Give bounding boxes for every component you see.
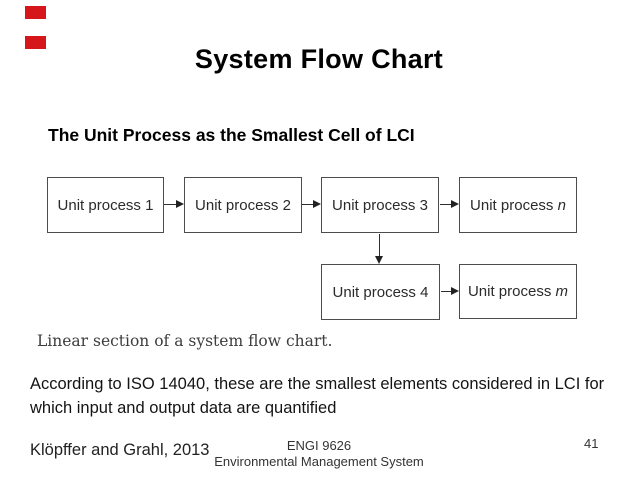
body-line-2: which input and output data are quantifi… <box>30 398 337 417</box>
box-label: Unit process <box>332 196 416 214</box>
footer-course-code: ENGI 9626 <box>286 438 352 453</box>
arrow-1-to-2 <box>164 204 177 205</box>
unit-process-4-box: Unit process 4 <box>321 264 440 320</box>
box-label-value: n <box>557 196 566 214</box>
box-label: Unit process <box>467 283 552 300</box>
unit-process-3-box: Unit process 3 <box>321 177 439 233</box>
footer-course-name: Environmental Management System <box>214 453 424 469</box>
red-accent-square-icon <box>25 36 46 49</box>
box-label: Unit process <box>470 196 554 214</box>
arrowhead-right-icon <box>451 200 459 208</box>
arrowhead-right-icon <box>451 287 459 295</box>
unit-process-n-box: Unit process n <box>459 177 577 233</box>
slide-subtitle: The Unit Process as the Smallest Cell of… <box>48 125 415 145</box>
box-label: Unit process <box>332 283 416 301</box>
box-label-value: m <box>555 283 569 300</box>
figure-caption: Linear section of a system flow chart. <box>37 332 333 350</box>
footer-citation: Klöpffer and Grahl, 2013 <box>30 441 210 459</box>
unit-process-1-box: Unit process 1 <box>47 177 164 233</box>
slide-title: System Flow Chart <box>194 44 444 74</box>
arrow-4-to-m <box>441 291 452 292</box>
box-label: Unit process <box>195 196 279 214</box>
footer-course-info: ENGI 9626 Environmental Management Syste… <box>0 438 638 469</box>
box-label-value: 3 <box>419 196 428 214</box>
unit-process-m-box: Unit process m <box>459 264 577 319</box>
arrowhead-down-icon <box>375 256 383 264</box>
body-paragraph: According to ISO 14040, these are the sm… <box>30 373 604 420</box>
arrow-3-to-4 <box>379 234 380 257</box>
red-accent-square-icon <box>25 6 46 19</box>
unit-process-2-box: Unit process 2 <box>184 177 302 233</box>
box-label: Unit process <box>57 196 141 214</box>
arrow-3-to-n <box>440 204 452 205</box>
body-line-1: According to ISO 14040, these are the sm… <box>30 375 605 393</box>
box-label-value: 4 <box>420 283 429 301</box>
arrowhead-right-icon <box>313 200 321 208</box>
box-label-value: 2 <box>282 196 291 214</box>
arrowhead-right-icon <box>176 200 184 208</box>
box-label-value: 1 <box>145 196 154 214</box>
arrow-2-to-3 <box>302 204 314 205</box>
page-number: 41 <box>584 436 599 451</box>
